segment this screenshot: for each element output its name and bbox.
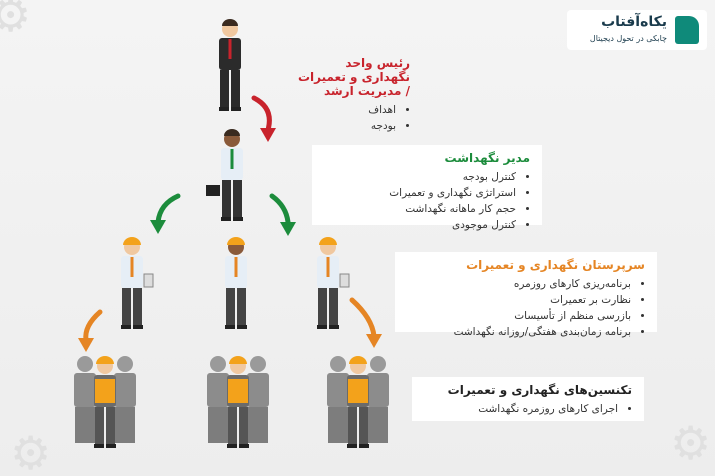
logo-mark-icon bbox=[675, 16, 699, 44]
panel-title: سرپرستان نگهداری و تعمیرات bbox=[466, 258, 645, 272]
figure-senior-manager bbox=[219, 19, 241, 111]
list-item: نظارت بر تعمیرات bbox=[407, 292, 631, 308]
figure-technicians-3-front bbox=[347, 356, 369, 448]
panel-list: کنترل بودجه استراتژی نگهداری و تعمیرات ح… bbox=[324, 169, 530, 233]
panel-list: اهداف بودجه bbox=[294, 102, 410, 134]
list-item: اجرای کارهای روزمره نگهداشت bbox=[424, 401, 618, 417]
list-item: کنترل بودجه bbox=[324, 169, 516, 185]
list-item: حجم کار ماهانه نگهداشت bbox=[324, 201, 516, 217]
figure-technicians-2-front bbox=[227, 356, 249, 448]
gear-icon-top-left: ⚙ bbox=[0, 0, 32, 42]
figure-technicians-1 bbox=[74, 356, 136, 443]
list-item: اهداف bbox=[294, 102, 396, 118]
figure-supervisor-2 bbox=[225, 237, 247, 329]
figure-technicians-2 bbox=[207, 356, 269, 443]
figure-technicians-1-front bbox=[94, 356, 116, 448]
arrow-green-left bbox=[150, 193, 181, 234]
figure-supervisor-1 bbox=[121, 237, 154, 329]
panel-list: اجرای کارهای روزمره نگهداشت bbox=[424, 401, 632, 417]
panel-title: تکنسین‌های نگهداری و تعمیرات bbox=[447, 383, 632, 397]
gear-icon-bottom-left: ⚙ bbox=[10, 426, 52, 476]
list-item: بازرسی منظم از تأسیسات bbox=[407, 308, 631, 324]
brand-tagline: چابکی در تحول دیجیتال bbox=[589, 34, 667, 43]
list-item: استراتژی نگهداری و تعمیرات bbox=[324, 185, 516, 201]
panel-list: برنامه‌ریزی کارهای روزمره نظارت بر تعمیر… bbox=[407, 276, 645, 340]
gear-icon-bottom-right: ⚙ bbox=[670, 416, 712, 470]
list-item: برنامه‌ریزی کارهای روزمره bbox=[407, 276, 631, 292]
list-item: کنترل موجودی bbox=[324, 217, 516, 233]
figure-technicians-3 bbox=[327, 356, 389, 443]
list-item: بودجه bbox=[294, 118, 396, 134]
arrow-orange-left bbox=[78, 309, 103, 352]
panel-maintenance-manager: مدیر نگهداشت کنترل بودجه استراتژی نگهدار… bbox=[312, 145, 542, 231]
brand-name: یکاه‌آفتاب bbox=[601, 14, 667, 30]
panel-title: رئیس واحد نگهداری و تعمیرات / مدیریت ارش… bbox=[297, 56, 410, 98]
arrow-red-down bbox=[251, 95, 276, 142]
arrow-green-right bbox=[269, 193, 296, 236]
panel-technicians: تکنسین‌های نگهداری و تعمیرات اجرای کارها… bbox=[412, 377, 644, 421]
brand-logo: یکاه‌آفتاب چابکی در تحول دیجیتال bbox=[567, 10, 707, 50]
figure-maintenance-manager bbox=[206, 129, 243, 221]
arrow-orange-right bbox=[349, 297, 382, 348]
panel-title: مدیر نگهداشت bbox=[444, 151, 530, 165]
figure-supervisor-3 bbox=[317, 237, 350, 329]
list-item: برنامه زمان‌بندی هفتگی/روزانه نگهداشت bbox=[407, 324, 631, 340]
panel-senior-manager: رئیس واحد نگهداری و تعمیرات / مدیریت ارش… bbox=[282, 50, 422, 132]
panel-supervisors: سرپرستان نگهداری و تعمیرات برنامه‌ریزی ک… bbox=[395, 252, 657, 338]
